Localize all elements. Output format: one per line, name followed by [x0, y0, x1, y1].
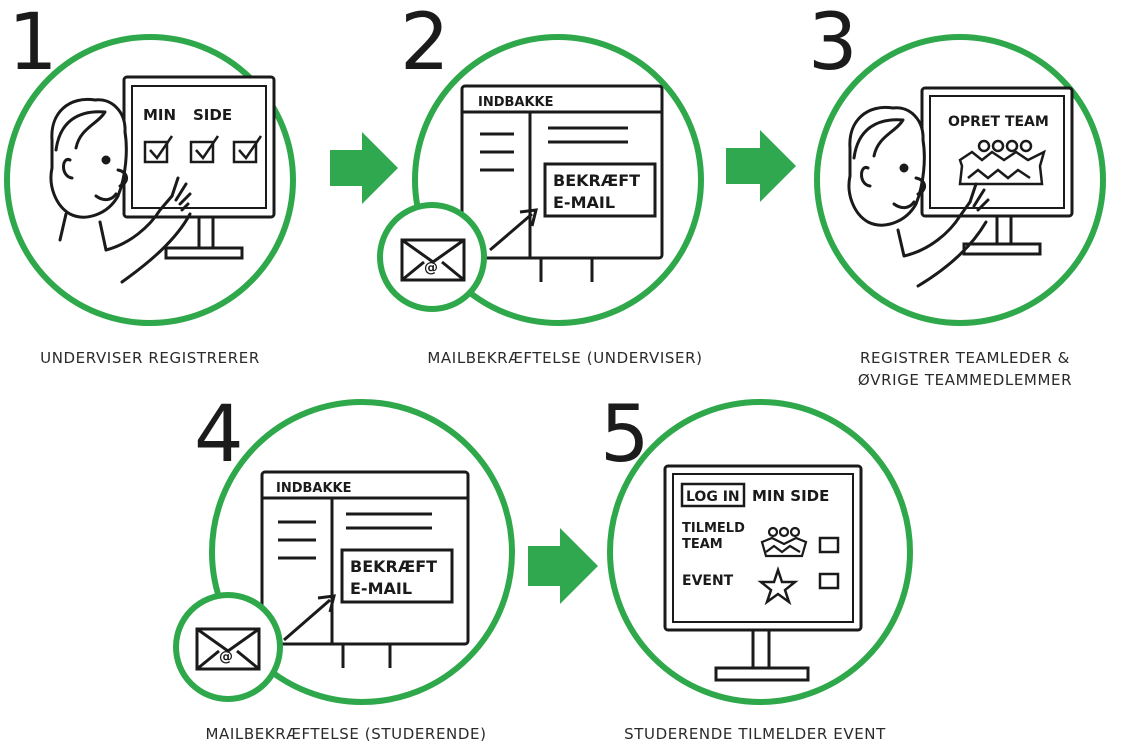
- step-3-caption-line-2: ØVRIGE TEAMMEDLEMMER: [857, 370, 1073, 389]
- step-2-illustration: INDBAKKE BEKRÆFT E-MAIL @: [377, 34, 704, 326]
- step-3-ring: [814, 34, 1106, 326]
- person-icon: [847, 105, 990, 288]
- step-5-screen-signup: TILMELD: [682, 521, 745, 536]
- step-5-screen-my-page: MIN SIDE: [752, 487, 829, 505]
- step-4-number: 4: [194, 390, 244, 480]
- step-4-screen-confirm: BEKRÆFT: [350, 557, 437, 576]
- star-icon: [757, 566, 799, 606]
- step-3-caption: REGISTRER TEAMLEDER & ØVRIGE TEAMMEDLEMM…: [830, 348, 1100, 392]
- step-2-caption-line: MAILBEKRÆFTELSE (UNDERVISER): [427, 349, 703, 367]
- step-2-ring: [412, 34, 704, 326]
- step-2-number: 2: [400, 0, 450, 88]
- step-3-screen-create-team: OPRET TEAM: [948, 114, 1049, 130]
- step-3-illustration: OPRET TEAM: [814, 34, 1106, 326]
- step-2-screen-email: E-MAIL: [553, 193, 615, 212]
- step-4-illustration: INDBAKKE BEKRÆFT E-MAIL @: [173, 399, 515, 705]
- step-4-caption: MAILBEKRÆFTELSE (STUDERENDE): [186, 724, 506, 746]
- step-3-caption-line-1: REGISTRER TEAMLEDER &: [860, 349, 1070, 367]
- step-1-caption: UNDERVISER REGISTRERER: [20, 348, 280, 370]
- monitor-icon: [260, 470, 470, 668]
- monitor-icon: [122, 75, 276, 260]
- arrow-2-to-3: [726, 130, 796, 202]
- step-2-screen-confirm: BEKRÆFT: [553, 171, 640, 190]
- step-5-number: 5: [600, 390, 650, 480]
- step-5-screen-event: EVENT: [682, 573, 734, 589]
- arrow-4-to-5: [528, 528, 598, 604]
- step-1-ring: [4, 34, 296, 326]
- step-5-screen-team: TEAM: [682, 537, 723, 552]
- person-icon: [49, 97, 192, 284]
- step-5-screen-login: LOG IN: [686, 489, 740, 505]
- envelope-icon: [400, 238, 466, 282]
- checkbox-icon: [143, 135, 263, 164]
- step-1-number: 1: [8, 0, 58, 88]
- step-4-screen-email: E-MAIL: [350, 579, 412, 598]
- step-2-screen-inbox: INDBAKKE: [478, 95, 554, 110]
- team-icon: [958, 139, 1046, 186]
- team-icon: [760, 526, 808, 558]
- step-1-screen-min: MIN: [143, 106, 176, 124]
- step-4-caption-line: MAILBEKRÆFTELSE (STUDERENDE): [205, 725, 487, 743]
- step-2-caption: MAILBEKRÆFTELSE (UNDERVISER): [410, 348, 720, 370]
- step-1-illustration: MIN SIDE: [4, 34, 296, 326]
- at-sign-icon: @: [219, 649, 233, 665]
- envelope-icon: [195, 627, 261, 671]
- step-3-number: 3: [808, 0, 858, 88]
- at-sign-icon: @: [424, 260, 438, 276]
- step-4-screen-inbox: INDBAKKE: [276, 481, 352, 496]
- arrow-icon: [283, 594, 336, 642]
- step-5-ring: [607, 399, 913, 705]
- arrow-1-to-2: [330, 132, 398, 204]
- step-4-ring: [209, 399, 515, 705]
- step-1-screen-side: SIDE: [193, 106, 232, 124]
- monitor-icon: [460, 84, 664, 282]
- step-5-caption: STUDERENDE TILMELDER EVENT: [610, 724, 900, 746]
- arrow-icon: [489, 208, 538, 252]
- step-5-illustration: LOG IN MIN SIDE TILMELD TEAM EVENT: [607, 399, 913, 705]
- step-1-caption-line: UNDERVISER REGISTRERER: [40, 349, 260, 367]
- step-5-caption-line: STUDERENDE TILMELDER EVENT: [624, 725, 886, 743]
